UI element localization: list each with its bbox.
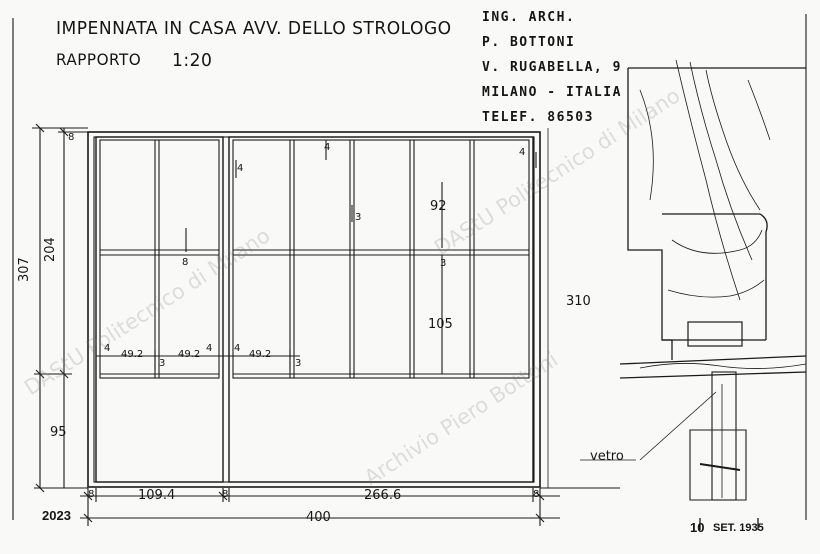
dim-label-side-4c: 4 — [234, 343, 241, 354]
dim-label-base-8-mid: 8 — [222, 489, 229, 500]
dim-label-total-width: 400 — [306, 510, 331, 525]
dim-label-left-8: 8 — [182, 257, 189, 268]
dim-label-total-height: 307 — [17, 257, 32, 282]
section-detail — [580, 59, 807, 530]
outer-frame — [87, 131, 541, 488]
dim-label-mullion-top: 4 — [324, 142, 331, 153]
dim-label-right-height: 310 — [566, 294, 591, 309]
dim-label-base-8-right: 8 — [533, 489, 540, 500]
date-month-year: SET. 1935 — [713, 522, 764, 534]
dim-label-bar-d: 3 — [295, 358, 302, 369]
glass-label: vetro — [590, 449, 624, 464]
dim-label-upper-height: 204 — [43, 237, 58, 262]
dim-label-bar-c: 3 — [159, 358, 166, 369]
drawing-scale-value: 1:20 — [172, 50, 213, 71]
dim-label-bar-a: 3 — [355, 212, 362, 223]
dim-slash-base-2 — [218, 491, 228, 501]
dim-slash-base-1 — [83, 491, 93, 501]
dim-slash-base-3 — [535, 491, 545, 501]
dim-label-pane-width-3: 49.2 — [249, 349, 272, 360]
dim-slash-3 — [35, 369, 45, 379]
dim-slash-1 — [35, 123, 45, 133]
dim-slash-base-4 — [83, 513, 93, 523]
date-day: 10 — [690, 520, 705, 535]
stamp-line-5: TELEF. 86503 — [482, 110, 594, 125]
stamp-line-1: ING. ARCH. — [482, 10, 576, 25]
dim-label-base-left-width: 109.4 — [138, 488, 176, 503]
right-glazing-frame — [232, 139, 530, 379]
drawing-scale-label: RAPPORTO — [56, 50, 142, 69]
drawing-title: IMPENNATA IN CASA AVV. DELLO STROLOGO — [56, 18, 452, 39]
dim-label-bar-b: 3 — [440, 258, 447, 269]
dim-label-mullion-right: 4 — [519, 147, 526, 158]
right-panel — [228, 136, 534, 483]
dim-label-upper-pane: 92 — [430, 199, 447, 214]
dim-label-base-right-width: 266.6 — [364, 488, 402, 503]
dim-label-base-8-left: 8 — [88, 489, 95, 500]
inner-frame — [93, 136, 535, 483]
stamp-line-3: V. RUGABELLA, 9 — [482, 60, 622, 75]
dim-label-lower-pane: 105 — [428, 317, 453, 332]
left-door-leaf — [95, 136, 224, 483]
dim-slash-base-5 — [535, 513, 545, 523]
dim-slash-4 — [59, 369, 69, 379]
dim-label-lower-height: 95 — [50, 425, 67, 440]
dim-label-top-offset: 8 — [68, 132, 75, 143]
stamp-line-4: MILANO - ITALIA — [482, 85, 622, 100]
dim-label-pane-width-2: 49.2 — [178, 349, 201, 360]
dim-label-side-4a: 4 — [104, 343, 111, 354]
dim-label-mullion-left: 4 — [237, 163, 244, 174]
stamp-line-2: P. BOTTONI — [482, 35, 576, 50]
dim-slash-5 — [35, 483, 45, 493]
dim-slash-2 — [59, 127, 69, 137]
drawing-number: 2023 — [42, 508, 71, 523]
dim-label-pane-width-1: 49.2 — [121, 349, 144, 360]
dim-label-side-4b: 4 — [206, 343, 213, 354]
